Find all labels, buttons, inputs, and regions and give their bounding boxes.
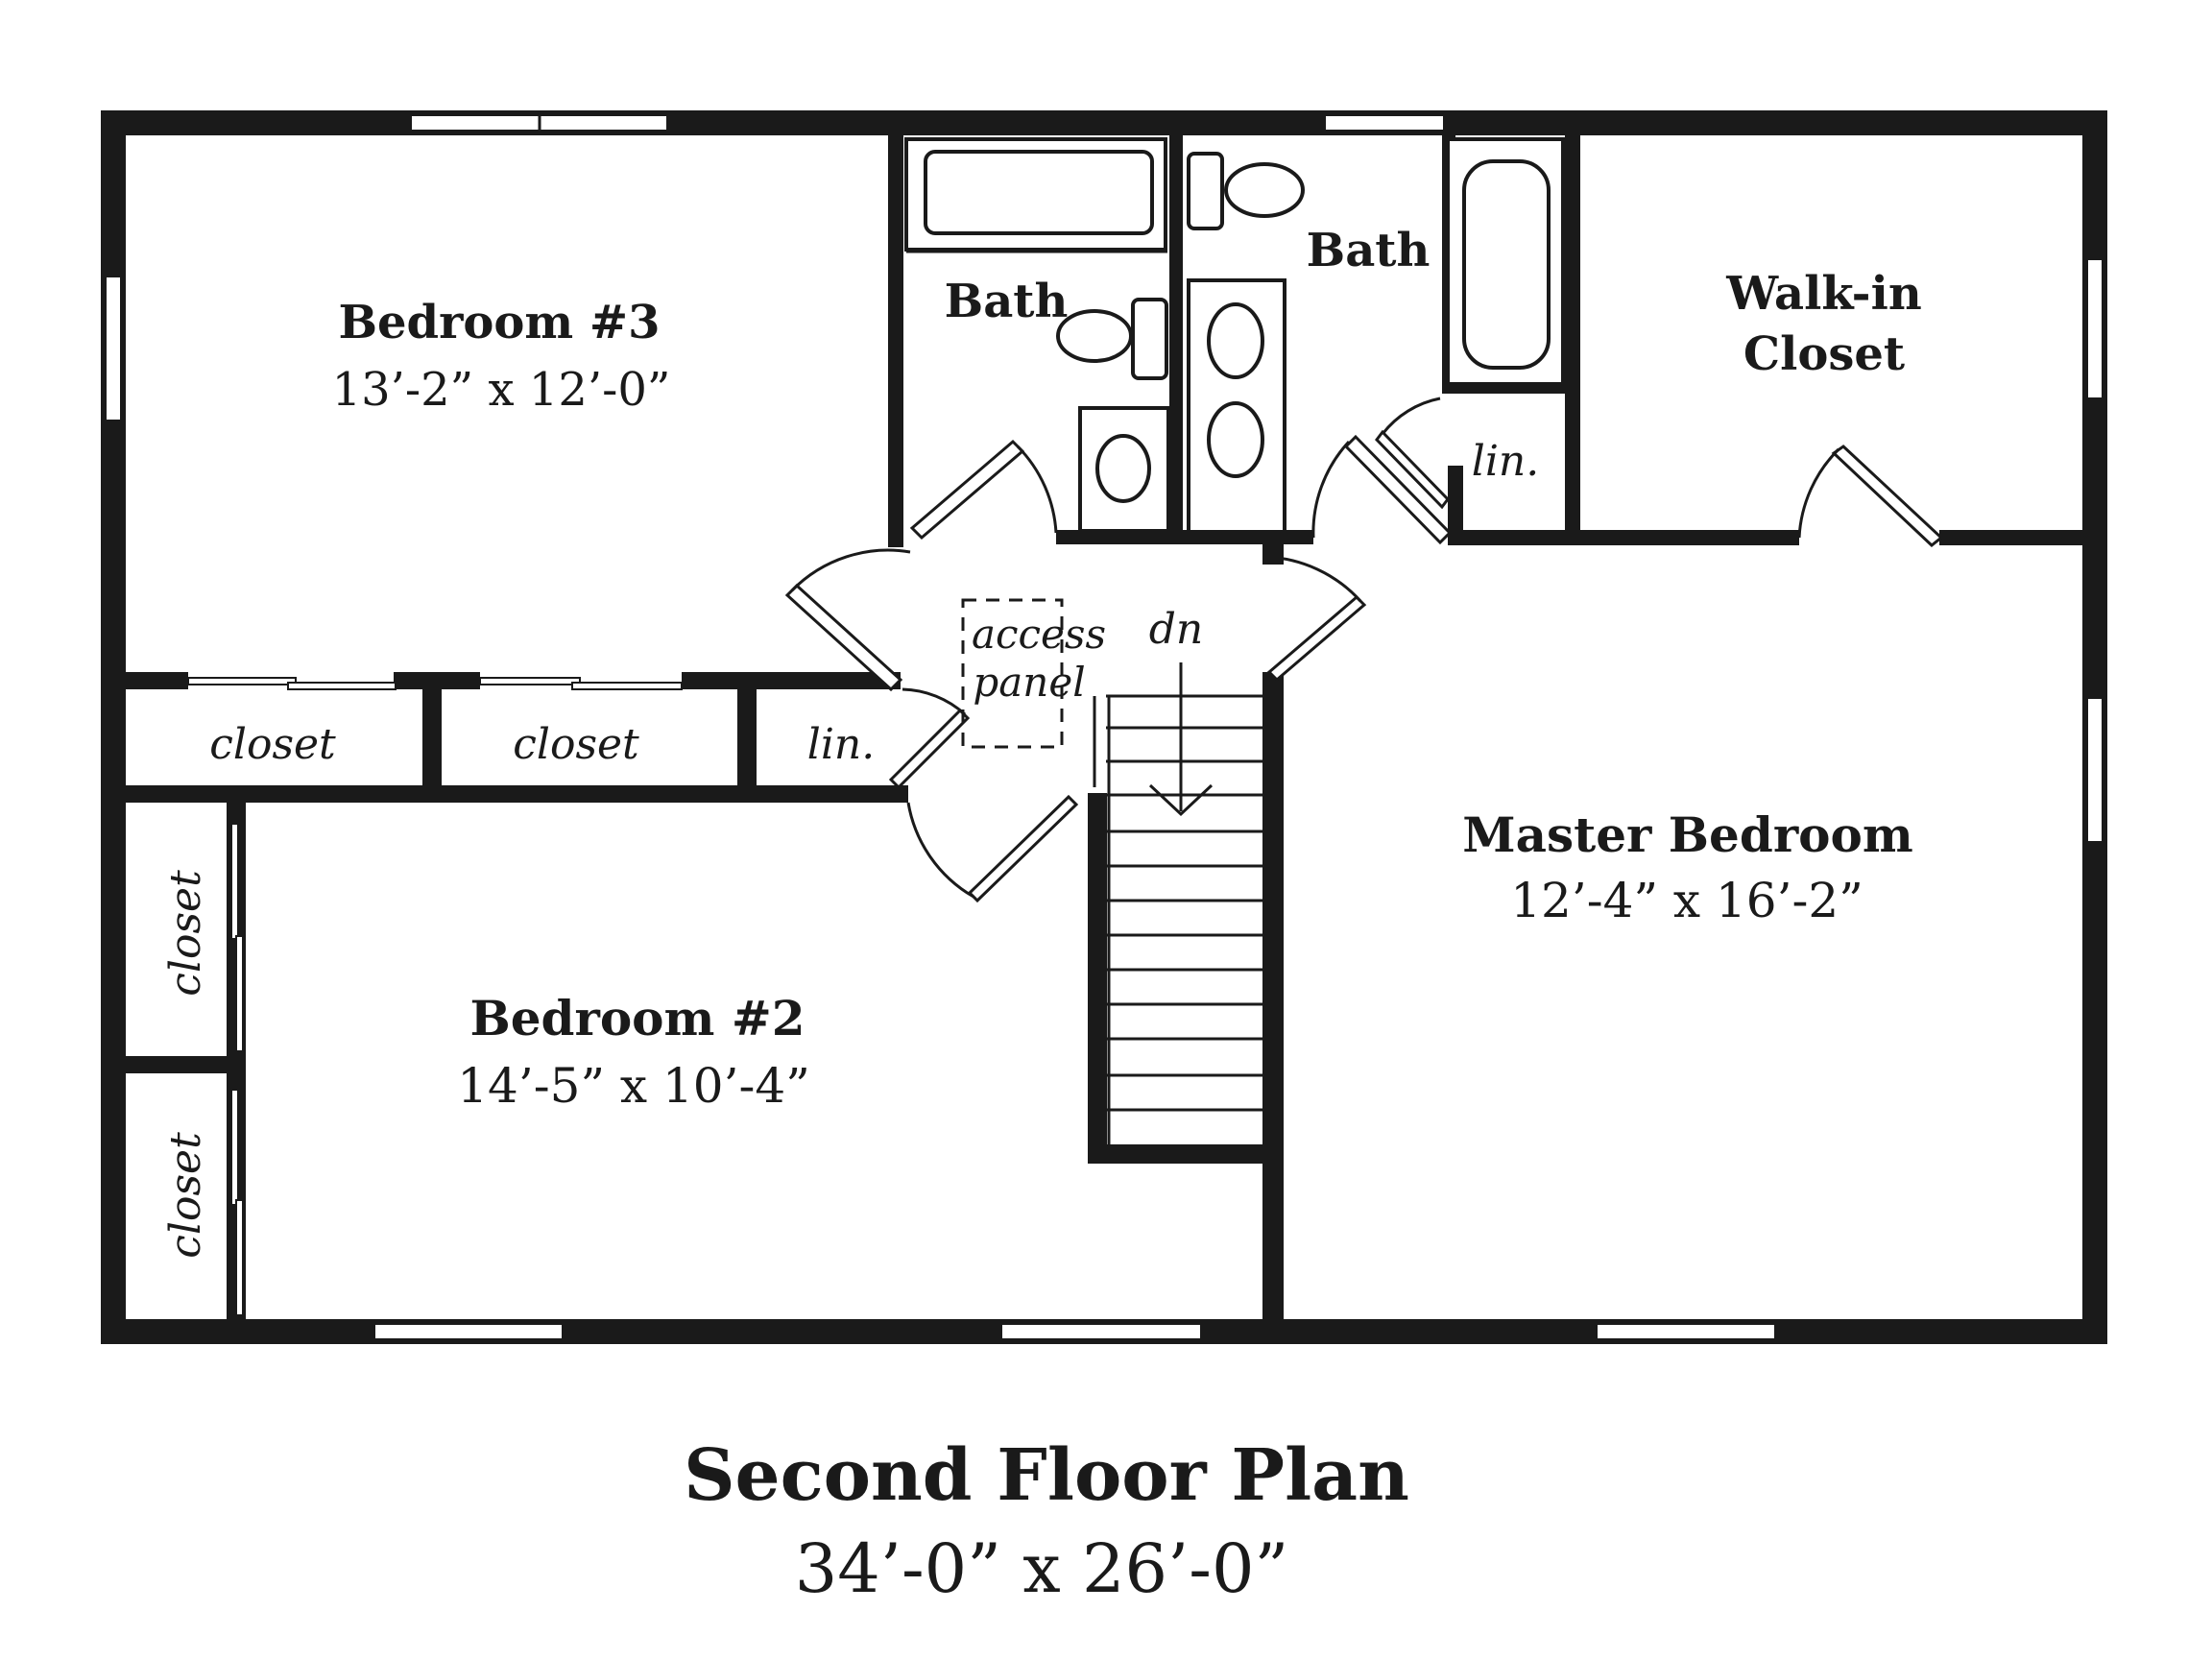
- fixtures: [904, 137, 1565, 534]
- bath-master-name: Bath: [1307, 224, 1431, 277]
- walkin-closet-line2: Closet: [1743, 327, 1905, 381]
- windows: [105, 114, 2104, 1340]
- plan-overall-size: 34’-0” x 26’-0”: [795, 1529, 1289, 1608]
- closet-label-b: closet: [513, 720, 639, 769]
- bedroom3-name: Bedroom #3: [338, 296, 660, 349]
- bedroom2-size: 14’-5” x 10’-4”: [457, 1058, 810, 1114]
- master-bedroom-name: Master Bedroom: [1462, 806, 1913, 863]
- access-panel-label-2: panel: [973, 659, 1085, 706]
- bedroom2-name: Bedroom #2: [469, 990, 805, 1046]
- plan-title: Second Floor Plan: [684, 1434, 1409, 1517]
- stair-arrow-head: [1148, 783, 1214, 817]
- bedroom3-size: 13’-2” x 12’-0”: [332, 363, 671, 417]
- interior-walls: [126, 130, 2093, 1325]
- linen-master-label: lin.: [1472, 437, 1539, 486]
- walkin-closet-line1: Walk-in: [1725, 267, 1921, 321]
- access-panel-label-1: access: [972, 611, 1106, 658]
- closet-doors: [187, 677, 683, 1316]
- closet-label-c: closet: [161, 870, 210, 997]
- closet-label-d: closet: [161, 1132, 210, 1259]
- swing-doors: [784, 397, 1944, 903]
- closet-label-a: closet: [209, 720, 336, 769]
- stairs-label: dn: [1149, 605, 1204, 654]
- bath-hall-name: Bath: [945, 275, 1069, 328]
- access-panel-outline: [961, 598, 1064, 749]
- master-bedroom-size: 12’-4” x 16’-2”: [1510, 873, 1863, 928]
- stairs: [1093, 662, 1262, 1144]
- linen-hall-label: lin.: [807, 720, 875, 769]
